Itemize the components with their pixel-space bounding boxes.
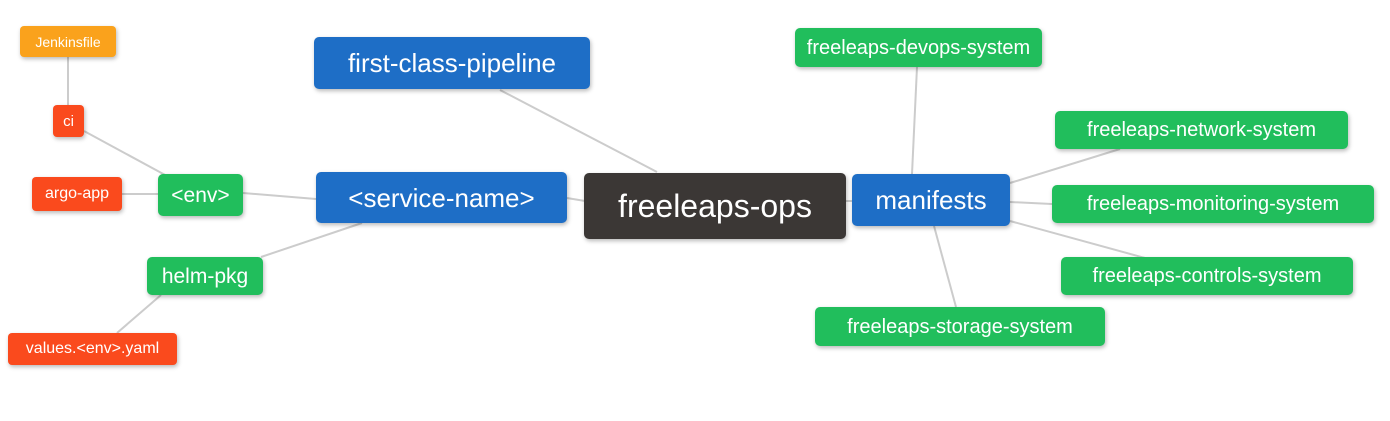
node-manifests[interactable]: manifests	[852, 174, 1010, 226]
node-service-name[interactable]: <service-name>	[316, 172, 567, 223]
node-jenkinsfile[interactable]: Jenkinsfile	[20, 26, 116, 57]
node-storage-system[interactable]: freeleaps-storage-system	[815, 307, 1105, 346]
edge-manifests-storage	[933, 225, 957, 308]
edge-manifests-controls	[1009, 220, 1146, 259]
node-devops-system[interactable]: freeleaps-devops-system	[795, 28, 1042, 67]
node-helm-pkg[interactable]: helm-pkg	[147, 257, 263, 295]
node-first-class-pipeline[interactable]: first-class-pipeline	[314, 37, 590, 89]
node-argo-app[interactable]: argo-app	[32, 177, 122, 211]
node-network-system[interactable]: freeleaps-network-system	[1055, 111, 1348, 149]
edge-manifests-monitoring	[1009, 201, 1053, 205]
edge-helm-pkg-service-name	[260, 222, 363, 258]
node-freeleaps-ops-root[interactable]: freeleaps-ops	[584, 173, 846, 239]
node-ci[interactable]: ci	[53, 105, 84, 137]
node-env[interactable]: <env>	[158, 174, 243, 216]
edge-values-helm-pkg	[116, 294, 162, 334]
edge-pipeline-ops	[499, 89, 658, 173]
node-monitoring-system[interactable]: freeleaps-monitoring-system	[1052, 185, 1374, 223]
node-controls-system[interactable]: freeleaps-controls-system	[1061, 257, 1353, 295]
edge-manifests-network	[1009, 148, 1121, 184]
node-values-env-yaml[interactable]: values.<env>.yaml	[8, 333, 177, 365]
edge-ci-env	[83, 130, 168, 177]
edge-env-service-name	[242, 192, 317, 200]
edge-manifests-devops	[911, 66, 918, 175]
edge-service-name-ops	[566, 197, 586, 202]
